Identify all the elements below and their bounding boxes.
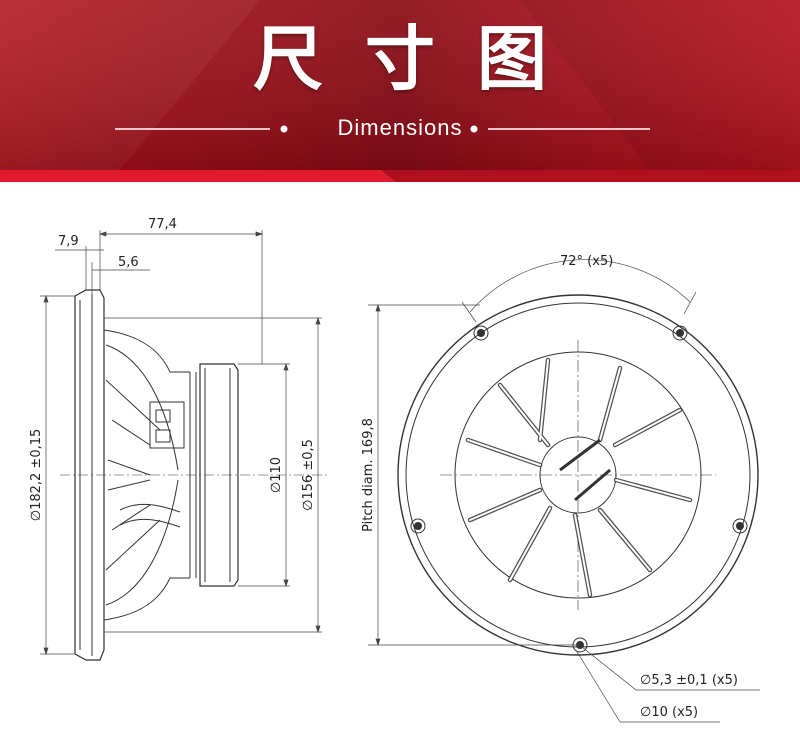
side-view-labels: 77,4 7,9 5,6 ∅182,2 ±0,15 ∅110 ∅156 ±0,5 (29, 217, 316, 521)
mounting-holes (410, 325, 748, 653)
spokes (465, 357, 693, 598)
label-magnet-diameter: ∅110 (269, 457, 284, 493)
label-outer-diameter: ∅182,2 ±0,15 (29, 429, 44, 522)
label-hole-diameter: ∅5,3 ±0,1 (x5) (640, 673, 738, 688)
diameter-symbol: ∅ (301, 500, 316, 511)
label-mount-offset: 5,6 (118, 255, 139, 270)
diameter-symbol: ∅ (640, 705, 651, 720)
header-banner: 尺寸图 Dimensions (0, 0, 800, 182)
front-view-labels: 72° (x5) Pitch diam. 169,8 ∅5,3 ±0,1 (x5… (361, 254, 738, 720)
side-view-dimensions (40, 230, 322, 656)
label-total-depth: 77,4 (148, 217, 177, 232)
title-english: Dimensions (337, 115, 463, 140)
technical-drawing: 77,4 7,9 5,6 ∅182,2 ±0,15 ∅110 ∅156 ±0,5 (29, 217, 760, 723)
front-view-dimensions (368, 259, 760, 723)
diameter-symbol: ∅ (29, 510, 44, 521)
label-flange-thickness: 7,9 (58, 234, 79, 249)
diameter-symbol: ∅ (640, 673, 651, 688)
side-view (60, 289, 330, 661)
label-boss-diameter: ∅10 (x5) (640, 705, 698, 720)
front-view (397, 294, 759, 656)
label-hole-angle: 72° (x5) (560, 254, 613, 269)
label-frame-diameter: ∅156 ±0,5 (301, 439, 316, 511)
label-pitch-diameter: Pitch diam. 169,8 (361, 418, 376, 532)
title-chinese: 尺寸图 (253, 18, 589, 100)
header-background (0, 0, 800, 182)
diameter-symbol: ∅ (269, 482, 284, 493)
